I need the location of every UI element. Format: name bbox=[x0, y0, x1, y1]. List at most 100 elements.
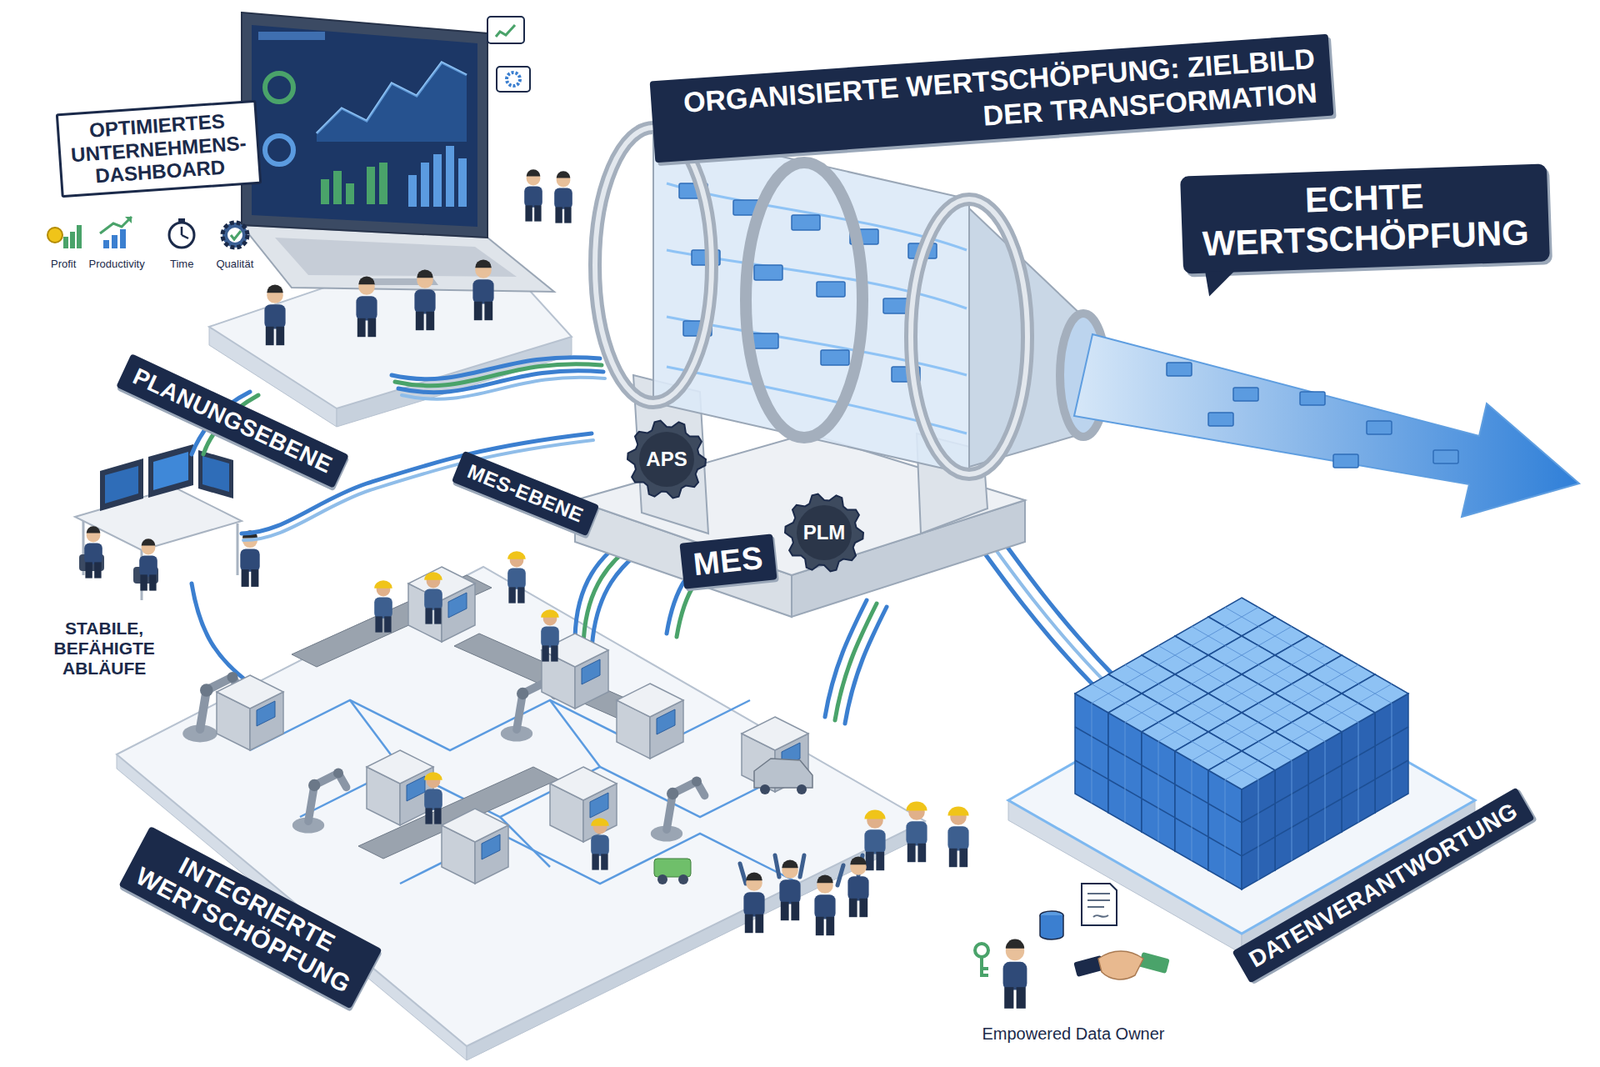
laptop-dashboard bbox=[445, 145, 455, 207]
text-label: Time bbox=[167, 256, 196, 271]
text-label: Empowered Data Owner bbox=[980, 1023, 1168, 1045]
laptop-dashboard bbox=[316, 62, 467, 142]
kpi-icons bbox=[222, 222, 248, 248]
data-owner-scene bbox=[1040, 915, 1064, 940]
dashboard-label: OPTIMIERTES UNTERNEHMENS- DASHBOARD bbox=[55, 99, 261, 197]
transformation-machine bbox=[595, 127, 712, 403]
factory-floor bbox=[408, 566, 475, 642]
factory-floor bbox=[616, 683, 684, 759]
data-owner-scene bbox=[975, 883, 1170, 1009]
cable-bundles bbox=[401, 377, 605, 400]
value-arrow bbox=[1166, 362, 1192, 376]
factory-floor bbox=[864, 809, 885, 870]
cable-bundles bbox=[835, 603, 877, 720]
node-text: APS bbox=[645, 447, 687, 471]
node-text: MES-EBENE bbox=[464, 459, 587, 527]
value-arrow bbox=[1300, 391, 1325, 405]
kpi-icons bbox=[178, 218, 185, 223]
bubble-tail bbox=[1205, 269, 1243, 298]
transformation-machine bbox=[595, 127, 712, 403]
planning-desk bbox=[198, 450, 234, 499]
transformation-machine bbox=[754, 265, 783, 280]
laptop-dashboard bbox=[265, 135, 294, 165]
transformation-machine bbox=[816, 281, 845, 297]
value-arrow bbox=[1208, 412, 1234, 426]
laptop-dashboard bbox=[320, 179, 330, 205]
data-owner-scene bbox=[975, 943, 989, 957]
laptop-dashboard bbox=[265, 73, 294, 102]
value-arrow bbox=[1333, 454, 1359, 468]
planning-desk bbox=[202, 455, 230, 492]
factory-floor bbox=[678, 874, 689, 885]
laptop-dashboard bbox=[487, 16, 525, 44]
gear-shape bbox=[785, 494, 864, 572]
factory-floor bbox=[550, 766, 617, 842]
transformation-machine bbox=[910, 199, 1028, 475]
planning-desk bbox=[148, 444, 194, 498]
kpi-icons bbox=[230, 230, 241, 240]
laptop-dashboard bbox=[472, 259, 494, 320]
laptop-dashboard bbox=[241, 225, 555, 292]
planning-desk bbox=[105, 465, 139, 504]
kpi-icons bbox=[169, 222, 195, 248]
factory-floor bbox=[905, 800, 927, 862]
laptop-dashboard bbox=[420, 162, 430, 207]
value-arrow bbox=[1074, 334, 1580, 517]
factory-floor bbox=[779, 859, 800, 920]
data-owner-scene bbox=[1138, 951, 1170, 974]
laptop-dashboard bbox=[408, 145, 467, 207]
laptop-dashboard bbox=[320, 162, 388, 205]
kpi-icons bbox=[100, 216, 132, 234]
data-owner-scene bbox=[1087, 893, 1110, 917]
factory-floor bbox=[507, 550, 526, 603]
bubble-tail bbox=[1205, 270, 1236, 296]
gear-shape bbox=[796, 505, 852, 560]
cable-bundles bbox=[825, 600, 867, 717]
transformation-machine bbox=[575, 127, 1107, 617]
laptop-dashboard bbox=[458, 158, 467, 207]
level-label: MES-EBENE bbox=[450, 450, 599, 537]
kpi-icons bbox=[103, 240, 110, 249]
factory-floor bbox=[650, 776, 705, 842]
planning-desk bbox=[100, 458, 144, 511]
factory-floor bbox=[182, 550, 969, 935]
transformation-machine bbox=[820, 350, 850, 365]
kpi-icons bbox=[47, 227, 63, 243]
laptop-dashboard bbox=[414, 269, 435, 330]
data-owner-scene bbox=[1081, 883, 1117, 925]
factory-floor bbox=[814, 874, 835, 935]
laptop-dashboard bbox=[379, 162, 388, 205]
laptop-dashboard bbox=[524, 169, 543, 221]
data-owner-scene bbox=[1098, 950, 1144, 980]
data-cubes bbox=[1075, 597, 1409, 890]
kpi-icons bbox=[227, 227, 243, 243]
factory-floor bbox=[796, 784, 807, 795]
factory-floor bbox=[947, 805, 969, 867]
laptop-dashboard bbox=[506, 72, 520, 86]
text-label: Qualität bbox=[214, 256, 257, 271]
gear-badge: APS bbox=[626, 419, 707, 500]
planning-desk bbox=[75, 444, 260, 600]
laptop-dashboard bbox=[554, 170, 573, 223]
transformation-machine bbox=[791, 215, 820, 230]
laptop-dashboard bbox=[258, 31, 325, 40]
laptop-dashboard bbox=[433, 154, 442, 207]
factory-floor bbox=[590, 817, 610, 870]
kpi-icons bbox=[111, 235, 118, 249]
factory-platform bbox=[116, 566, 925, 1046]
value-arrow bbox=[1366, 420, 1392, 435]
text-label: Productivity bbox=[86, 256, 148, 271]
node-text: PLM bbox=[803, 520, 846, 545]
kpi-icons bbox=[181, 226, 189, 239]
planning-desk bbox=[84, 525, 103, 578]
factory-floor bbox=[540, 609, 560, 661]
factory-floor bbox=[216, 675, 284, 750]
text-label: Profit bbox=[48, 256, 79, 271]
kpi-icons bbox=[76, 225, 82, 249]
data-owner-scene bbox=[981, 956, 989, 977]
title-banner: ORGANISIERTE WERTSCHÖPFUNG: ZIELBILD DER… bbox=[650, 34, 1335, 163]
kpi-icons bbox=[120, 229, 126, 249]
system-label: MES bbox=[679, 533, 777, 589]
gear-shape bbox=[639, 431, 695, 487]
laptop-dashboard bbox=[408, 175, 417, 207]
